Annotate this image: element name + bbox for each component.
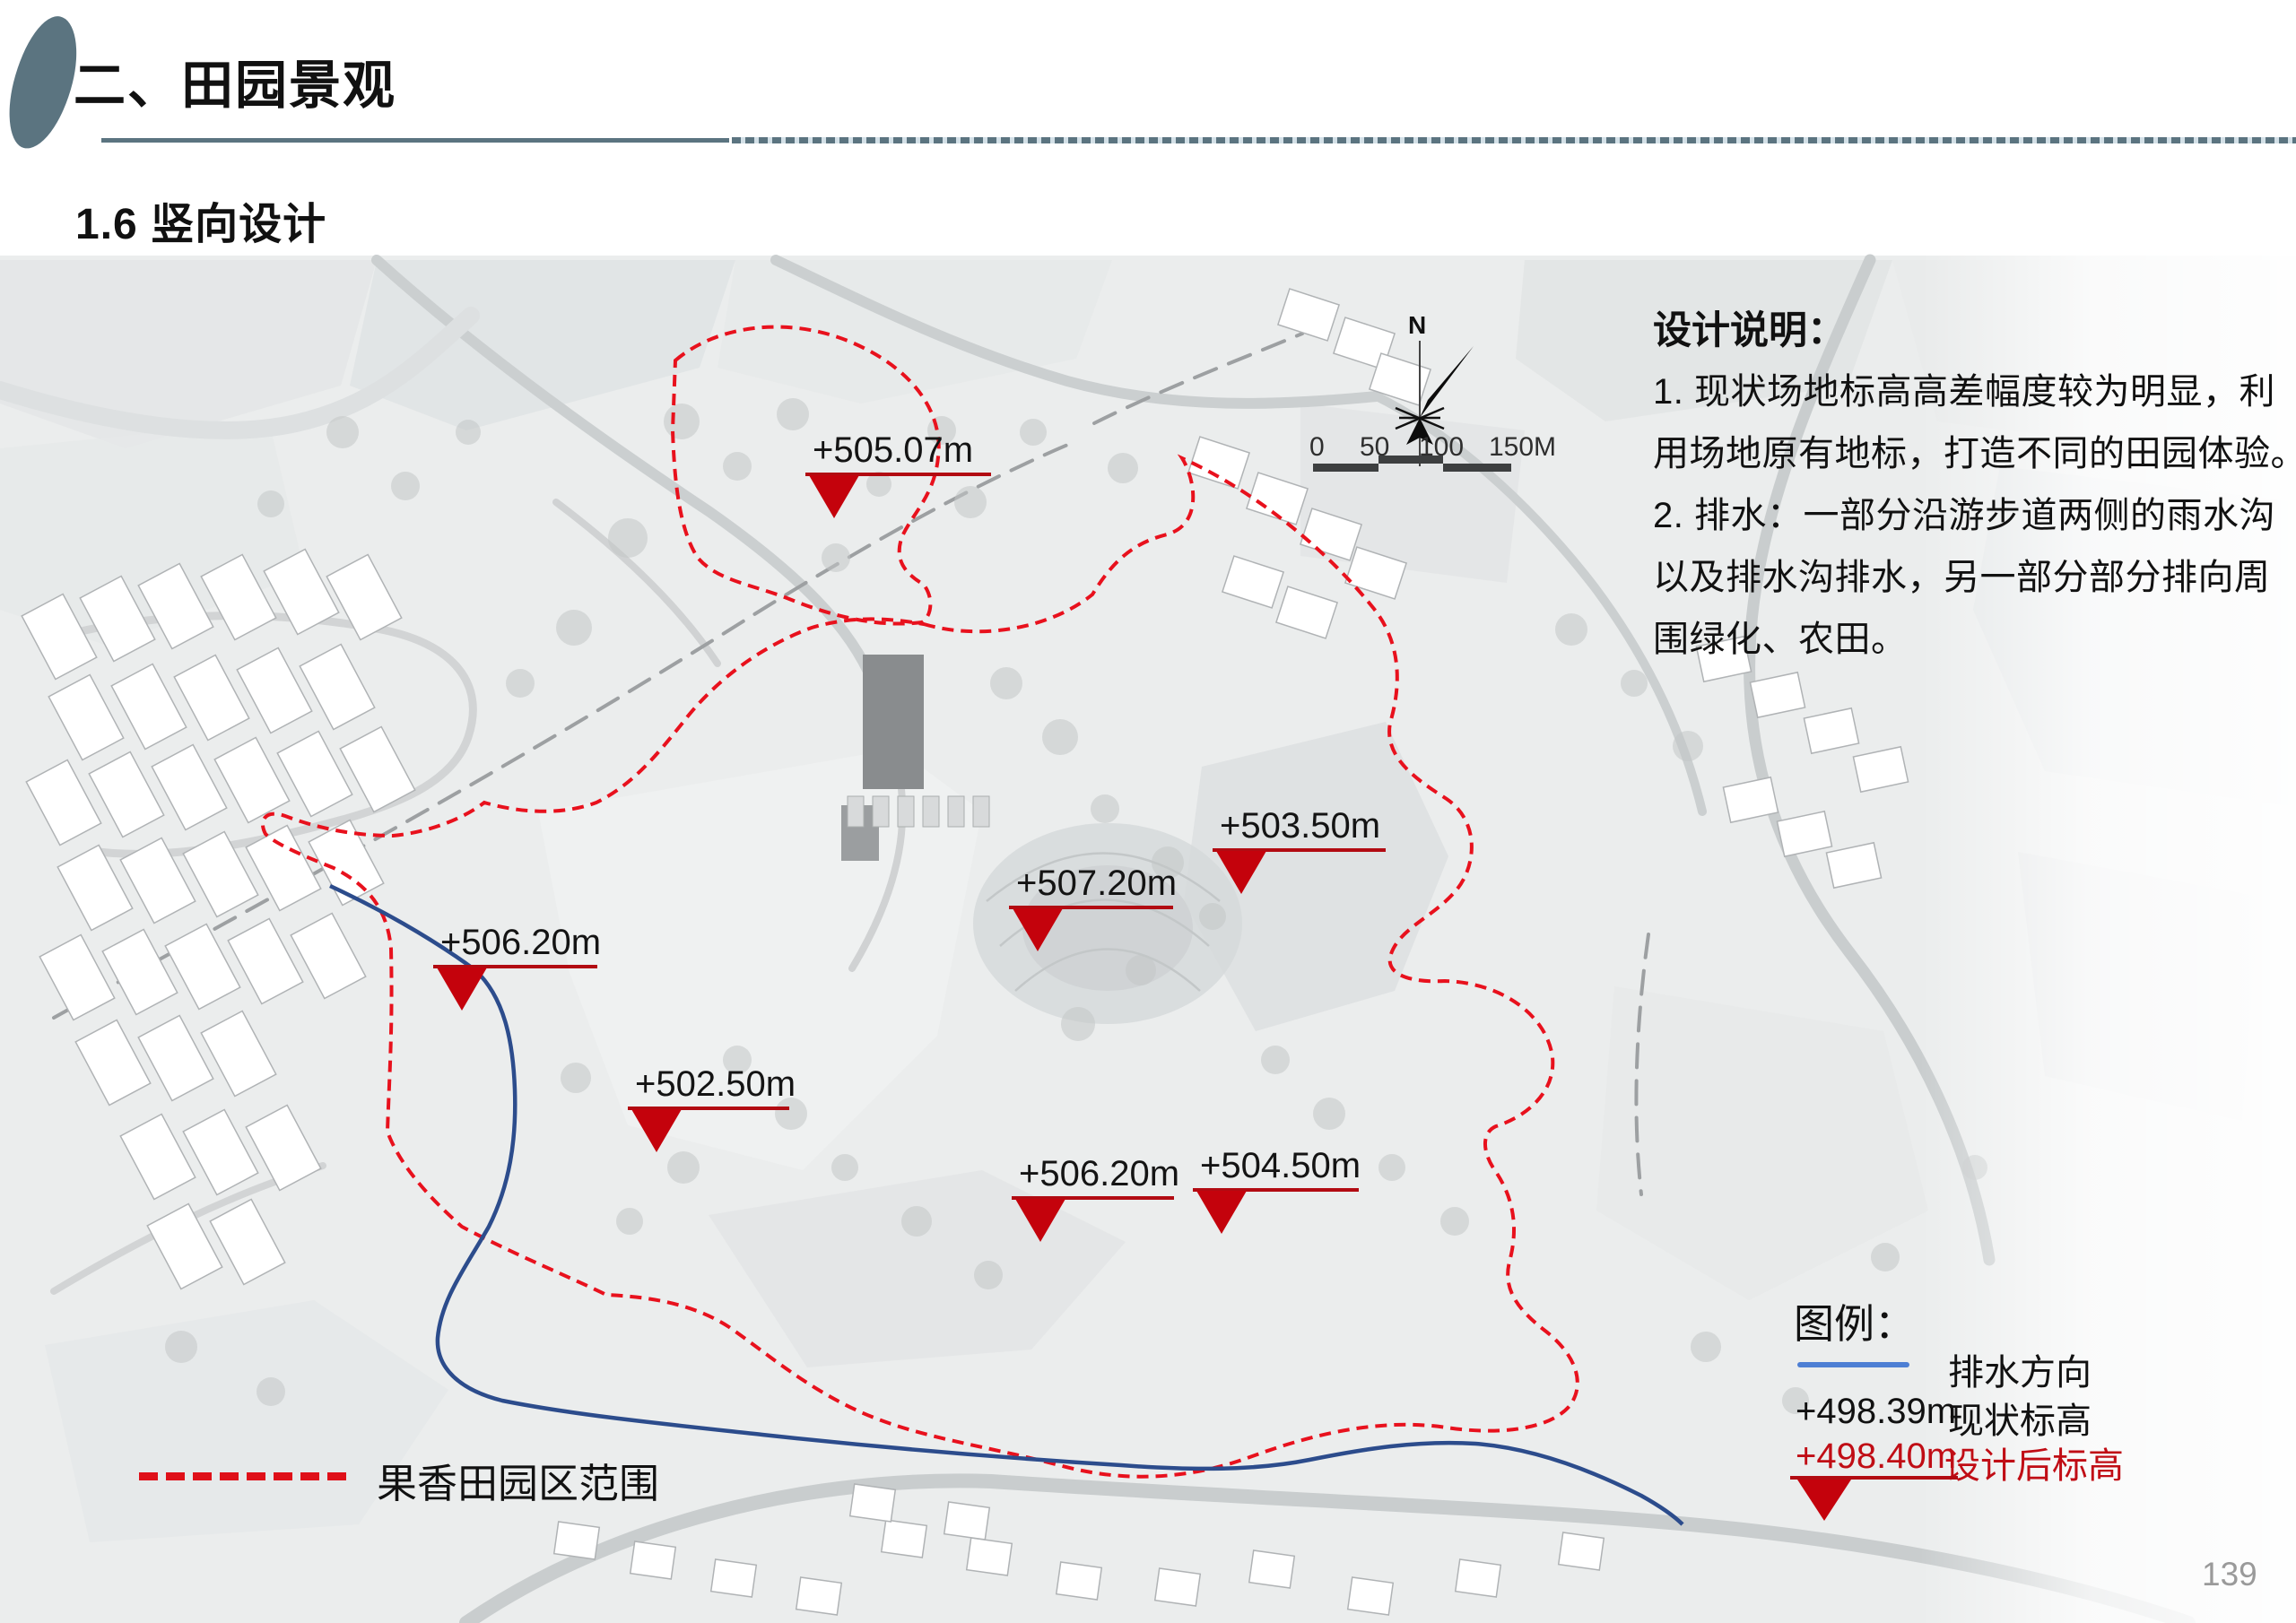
elevation-marker: +502.50m [628, 1063, 796, 1152]
legend-title: 图例： [1794, 1301, 1916, 1347]
map-right-fade [1919, 256, 2296, 1623]
elevation-marker: +506.20m [433, 922, 601, 1011]
elevation-line [1193, 1188, 1359, 1192]
elevation-line [805, 473, 991, 476]
elevation-line [1012, 1196, 1174, 1200]
elevation-triangle-icon [631, 1109, 682, 1152]
elevation-value: +505.07m [813, 430, 974, 470]
elevation-triangle-icon [1216, 851, 1266, 894]
boundary-legend-label: 果香田园区范围 [377, 1461, 660, 1506]
elevation-value: +502.50m [635, 1064, 796, 1104]
elevation-line [1213, 848, 1386, 852]
elevation-value: +507.20m [1016, 864, 1178, 903]
elevation-value: +506.20m [1019, 1154, 1180, 1193]
legend-current-elevation-value: +498.39m [1796, 1392, 1957, 1431]
elevation-value: +503.50m [1220, 806, 1381, 846]
north-label: N [1408, 311, 1426, 339]
section-title: 二、田园景观 [74, 56, 397, 115]
legend-elevation-triangle-icon [1797, 1480, 1851, 1521]
elevation-line [1009, 906, 1173, 909]
drainage-direction-line [329, 883, 1684, 1526]
elevation-triangle-icon [809, 475, 859, 518]
legend-current-elevation-label: 现状标高 [1948, 1402, 2092, 1441]
design-note-line: 用场地原有地标，打造不同的田园体验。 [1653, 434, 2296, 473]
boundary-dash-swatch [139, 1472, 347, 1480]
header-divider-dashed [732, 137, 2296, 143]
elevation-value: +504.50m [1200, 1146, 1361, 1185]
design-note-line: 1. 现状场地标高高差幅度较为明显，利 [1653, 372, 2275, 412]
design-note-line: 围绿化、农田。 [1653, 620, 1908, 659]
page-number: 139 [2202, 1556, 2257, 1593]
legend-drainage-label: 排水方向 [1948, 1353, 2092, 1393]
elevation-marker: +503.50m [1213, 805, 1386, 894]
north-arrow: N [1395, 311, 1474, 466]
scale-bar-segment [1313, 464, 1378, 472]
design-note-line: 2. 排水：一部分沿游步道两侧的雨水沟 [1653, 496, 2275, 535]
elevation-marker: +507.20m [1009, 863, 1177, 951]
elevation-triangle-icon [1196, 1191, 1247, 1234]
legend-designed-elevation-value: +498.40m [1796, 1436, 1957, 1476]
scale-tick: 150M [1489, 432, 1557, 462]
elevation-triangle-icon [1013, 908, 1063, 951]
elevation-value: +506.20m [440, 923, 602, 962]
drainage-line-swatch [1797, 1362, 1909, 1367]
legend-designed-elevation-label: 设计后标高 [1944, 1446, 2124, 1486]
scale-tick: 0 [1309, 432, 1325, 462]
elevation-triangle-icon [437, 968, 487, 1011]
elevation-marker: +504.50m [1193, 1145, 1361, 1234]
page-title: 1.6 竖向设计 [75, 201, 327, 248]
elevation-line [433, 965, 597, 968]
site-boundary-line [260, 325, 1579, 1479]
scale-bar-segment [1378, 456, 1443, 464]
design-notes-title: 设计说明： [1653, 309, 1846, 352]
design-note-line: 以及排水沟排水，另一部分部分排向周 [1653, 558, 2271, 597]
elevation-marker: +505.07m [805, 430, 991, 518]
legend-elevation-line [1790, 1476, 1958, 1480]
scale-bar-segment [1443, 464, 1511, 472]
elevation-marker: +506.20m [1012, 1153, 1179, 1242]
header-divider-solid [101, 138, 729, 143]
elevation-triangle-icon [1015, 1199, 1065, 1242]
elevation-line [628, 1107, 789, 1110]
